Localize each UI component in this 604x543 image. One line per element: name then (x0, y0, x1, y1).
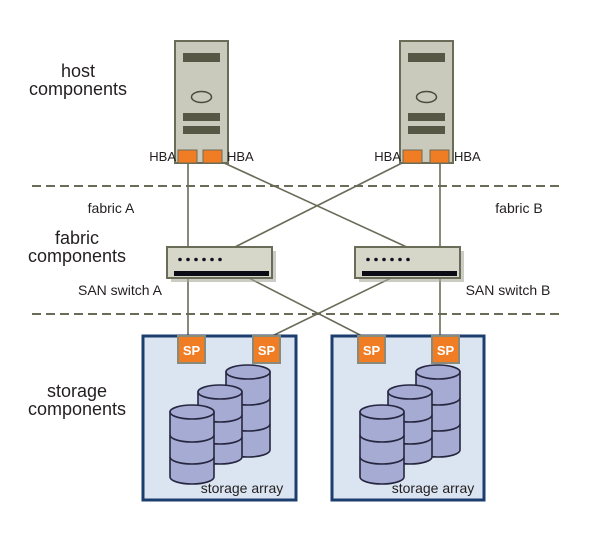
storage-components-label-line2: components (28, 399, 126, 419)
server-drive-slot (415, 90, 438, 104)
sp-label: SP (363, 343, 381, 358)
sp-label: SP (258, 343, 276, 358)
san-switch-icon-a (166, 246, 276, 282)
switch-bar (174, 271, 269, 276)
sp-label: SP (437, 343, 455, 358)
switch-bar (362, 271, 457, 276)
host-components-label-line1: host (61, 61, 95, 81)
server-stripe (408, 113, 445, 121)
server-icon-left (174, 40, 229, 164)
storage-array-right: SP SP storage array (330, 334, 486, 502)
server-stripe (408, 53, 445, 62)
hba-label: HBA (149, 149, 176, 164)
sp-chip (357, 335, 386, 364)
storage-array-label: storage array (201, 480, 283, 496)
san-switch-b-label: SAN switch B (466, 282, 551, 298)
storage-array-label: storage array (392, 480, 474, 496)
fabric-components-label-line1: fabric (55, 228, 99, 248)
sp-label: SP (183, 343, 201, 358)
fabric-a-label: fabric A (88, 200, 135, 216)
hba-port (177, 149, 198, 164)
hba-label: HBA (454, 149, 481, 164)
connection-line (230, 161, 405, 250)
server-drive-slot (190, 90, 213, 104)
storage-array-left: SP SP storage array (141, 334, 298, 502)
fabric-b-label: fabric B (495, 200, 542, 216)
disk-stack (169, 364, 271, 485)
server-stripe (183, 53, 220, 62)
switch-to-storage-links (187, 276, 441, 340)
host-to-switch-links (187, 161, 441, 250)
switch-ports (366, 257, 410, 262)
sp-chip (252, 335, 281, 364)
hba-port (402, 149, 423, 164)
server-stripe (408, 126, 445, 134)
connection-line (246, 276, 367, 339)
disk-cylinder-icon (359, 404, 405, 485)
host-components-label-line2: components (29, 79, 127, 99)
connection-line (267, 277, 392, 339)
server-stripe (183, 126, 220, 134)
san-switch-a-label: SAN switch A (78, 282, 163, 298)
hba-label: HBA (374, 149, 401, 164)
fabric-components-label-line2: components (28, 246, 126, 266)
disk-stack (359, 364, 461, 485)
storage-components-label-line1: storage (47, 381, 107, 401)
hba-port (202, 149, 223, 164)
san-switch-icon-b (354, 246, 464, 282)
sp-chip (177, 335, 206, 364)
switch-ports (178, 257, 222, 262)
hba-port (429, 149, 450, 164)
disk-cylinder-icon (169, 404, 215, 485)
sp-chip (431, 335, 460, 364)
hba-label: HBA (227, 149, 254, 164)
server-stripe (183, 113, 220, 121)
server-icon-right (399, 40, 454, 164)
